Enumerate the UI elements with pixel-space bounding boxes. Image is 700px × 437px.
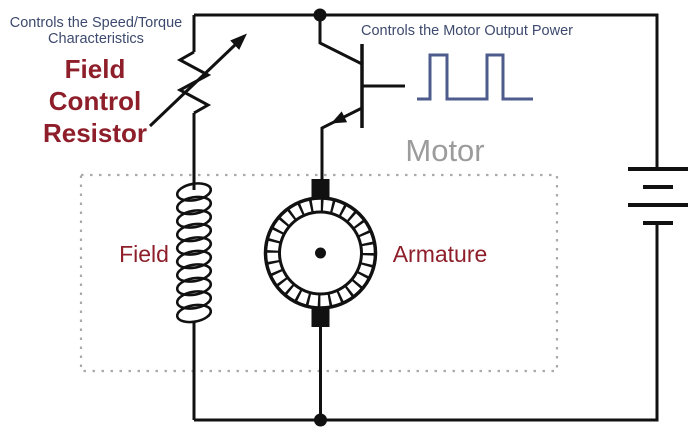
armature-shaft-dot <box>315 247 326 259</box>
field-label: Field <box>119 241 169 267</box>
resistor-arrow-line <box>148 42 238 128</box>
motor-output-power-caption: Controls the Motor Output Power <box>361 23 573 39</box>
top-junction-dot <box>313 8 327 22</box>
field-control-resistor-label-line1: Field <box>65 54 126 84</box>
bottom-wire <box>194 223 659 422</box>
bottom-junction-dot <box>314 413 327 427</box>
armature-bottom-brush <box>311 307 330 327</box>
npn-transistor-symbol <box>318 15 405 180</box>
transistor-emitter-arrowhead <box>331 111 348 124</box>
speed-torque-caption-line1: Controls the Speed/Torque <box>10 15 183 31</box>
resistor-arrowhead <box>230 33 247 50</box>
field-control-resistor-label-line3: Resistor <box>43 118 147 148</box>
speed-torque-caption-line2: Characteristics <box>48 31 144 47</box>
field-winding-coil-symbol <box>175 182 213 324</box>
motor-label: Motor <box>405 133 484 168</box>
transistor-collector <box>318 15 363 66</box>
pwm-square-wave-symbol <box>417 53 533 101</box>
battery-symbol <box>628 167 688 225</box>
field-control-resistor-label-line2: Control <box>49 86 141 116</box>
variable-resistor-symbol <box>148 15 247 190</box>
armature-commutator-symbol <box>263 179 378 420</box>
transistor-emitter <box>320 106 363 180</box>
armature-commutator-segments <box>265 198 376 308</box>
armature-label: Armature <box>393 241 488 267</box>
armature-top-brush <box>311 179 330 199</box>
top-wire <box>194 13 659 169</box>
